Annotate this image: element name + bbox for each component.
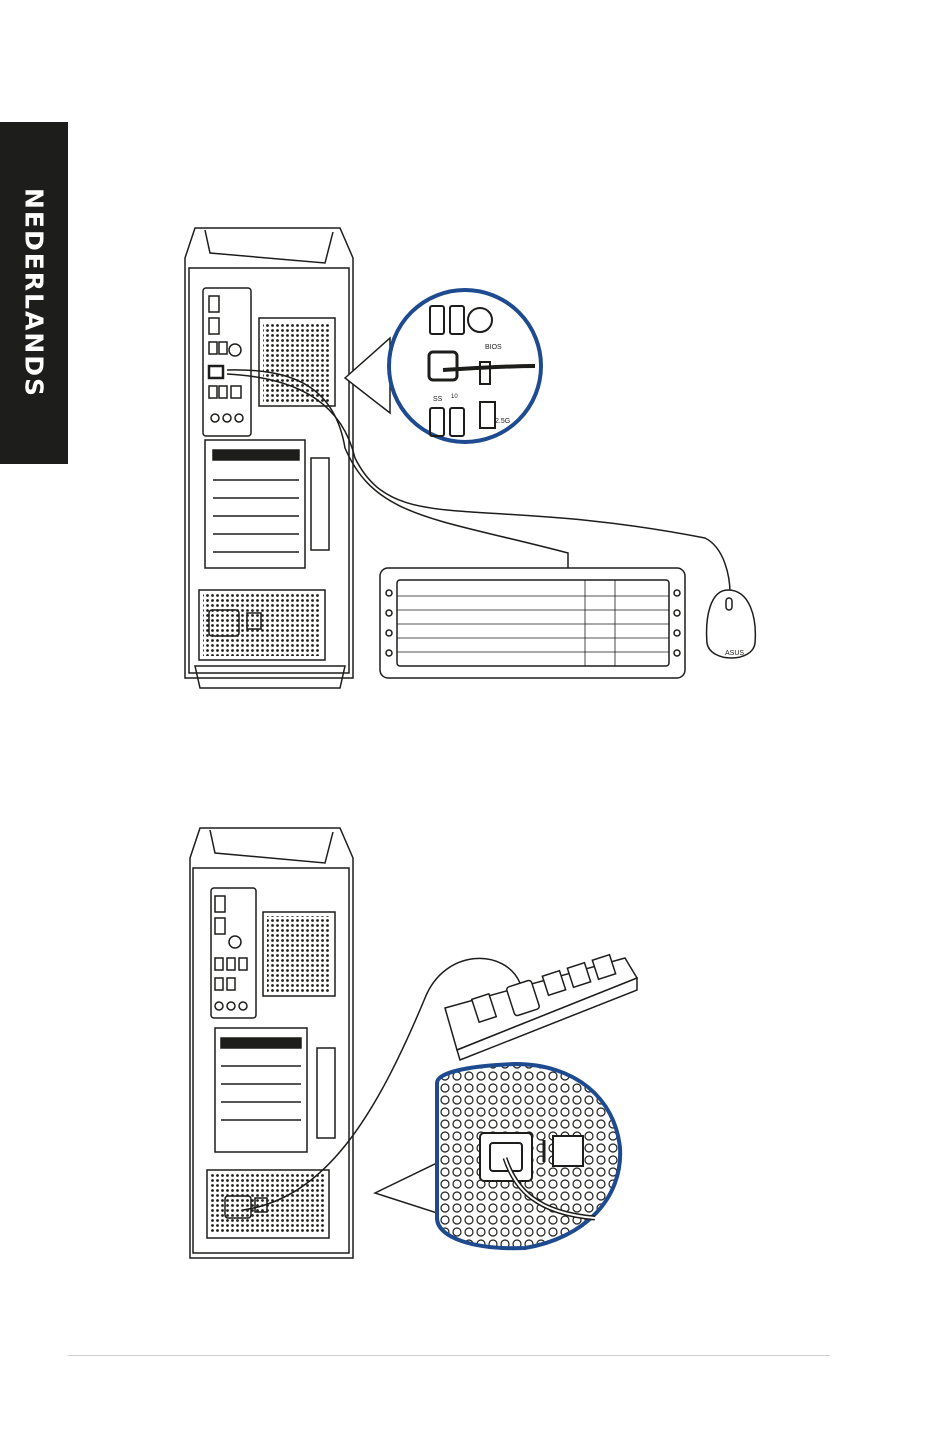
mouse: ASUS <box>707 590 756 658</box>
power-socket-zoom-callout <box>375 1064 620 1248</box>
language-label: NEDERLANDS <box>20 188 49 398</box>
power-connection-illustration <box>175 818 655 1268</box>
gen-label: 10 <box>451 394 458 400</box>
footer-divider <box>68 1355 830 1356</box>
lan-label: 2.5G <box>495 418 510 425</box>
usb-label: SS <box>433 396 443 403</box>
language-side-tab: NEDERLANDS <box>0 122 68 464</box>
bios-label: BIOS <box>485 344 502 351</box>
port-zoom-callout: BIOS SS 10 2.5G <box>345 290 541 442</box>
mouse-brand: ASUS <box>725 650 744 657</box>
power-strip <box>445 955 637 1060</box>
keyboard-mouse-connection-illustration: BIOS SS 10 2.5G ASUS <box>175 218 760 693</box>
keyboard <box>380 568 685 678</box>
vent-grille <box>267 916 331 992</box>
